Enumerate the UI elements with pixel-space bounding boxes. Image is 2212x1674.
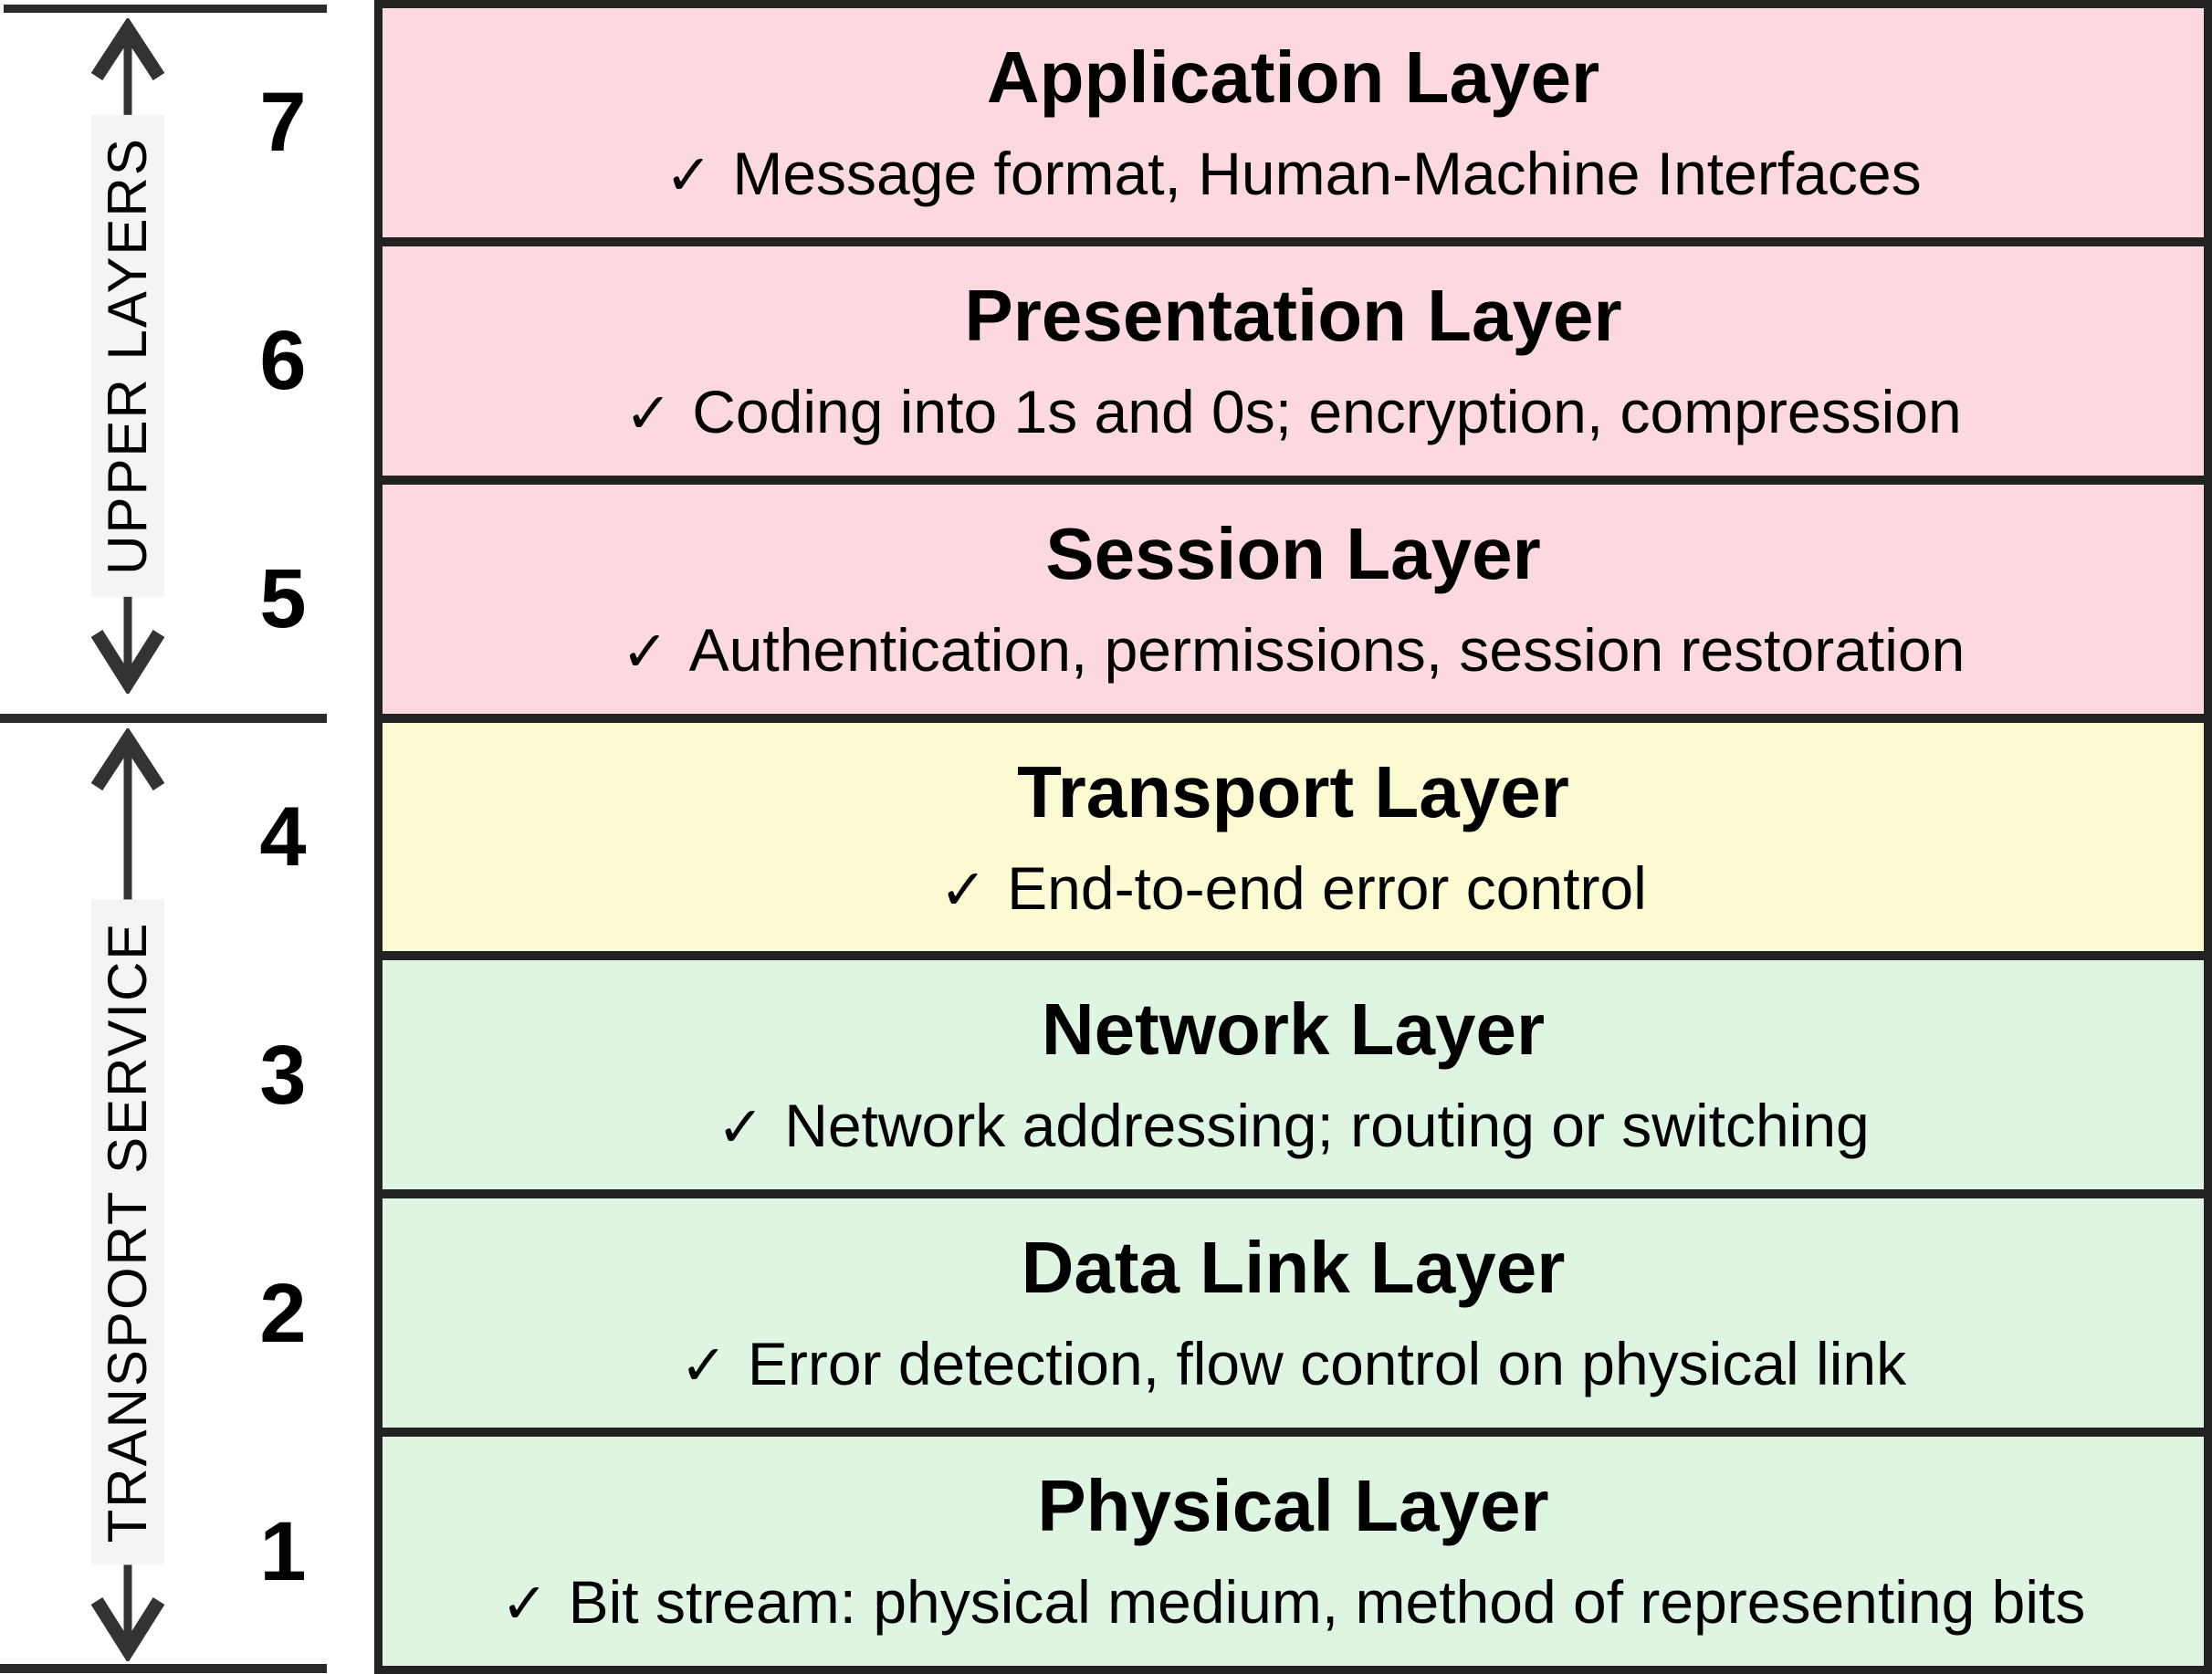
layer-title: Transport Layer	[1017, 750, 1569, 832]
layer-description-text: Error detection, flow control on physica…	[747, 1330, 1907, 1398]
section-divider	[0, 714, 327, 723]
upper-section-top-divider	[4, 5, 327, 13]
transport-service-label: TRANSPORT SERVICE	[91, 899, 164, 1565]
check-icon: ✓	[500, 1573, 549, 1637]
layer-description: ✓Network addressing; routing or switchin…	[717, 1095, 1870, 1156]
upper-layers-label: UPPER LAYERS	[91, 115, 164, 597]
layer-description: ✓End-to-end error control	[939, 858, 1647, 919]
layer-number-3: 3	[259, 1029, 307, 1122]
check-icon: ✓	[621, 620, 669, 684]
lower-section-bottom-divider	[0, 1664, 327, 1673]
layer-title: Data Link Layer	[1021, 1227, 1566, 1309]
layer-description: ✓Bit stream: physical medium, method of …	[501, 1572, 2086, 1633]
layer-number-2: 2	[259, 1267, 307, 1360]
layer-description-text: Network addressing; routing or switching	[784, 1092, 1870, 1160]
layer-title: Physical Layer	[1037, 1465, 1549, 1547]
layer-number-7: 7	[259, 76, 307, 169]
left-gutter: UPPER LAYERS TRANSPORT SERVICE 7 6 5 4 3…	[0, 0, 374, 1674]
layer-number-4: 4	[259, 790, 307, 884]
layer-description: ✓Error detection, flow control on physic…	[680, 1334, 1906, 1395]
layer-number-5: 5	[259, 552, 307, 645]
layer-row-application: Application Layer ✓Message format, Human…	[383, 8, 2204, 237]
layer-number-1: 1	[259, 1505, 307, 1598]
layer-description-text: Authentication, permissions, session res…	[688, 615, 1966, 684]
layer-row-session: Session Layer ✓Authentication, permissio…	[383, 475, 2204, 714]
layer-description: ✓Coding into 1s and 0s; encryption, comp…	[624, 382, 1961, 443]
layer-description: ✓Message format, Human-Machine Interface…	[665, 143, 1921, 204]
layer-description-text: Bit stream: physical medium, method of r…	[568, 1568, 2086, 1637]
layer-description-text: Message format, Human-Machine Interfaces	[732, 139, 1922, 207]
check-icon: ✓	[665, 143, 713, 207]
layer-number-6: 6	[259, 314, 307, 407]
check-icon: ✓	[717, 1096, 765, 1160]
osi-layers-table: Application Layer ✓Message format, Human…	[374, 0, 2212, 1674]
layer-title: Application Layer	[986, 36, 1600, 118]
layer-row-transport: Transport Layer ✓End-to-end error contro…	[383, 713, 2204, 952]
check-icon: ✓	[679, 1334, 728, 1398]
check-icon: ✓	[624, 382, 673, 445]
layer-row-network: Network Layer ✓Network addressing; routi…	[383, 951, 2204, 1190]
layer-description-text: Coding into 1s and 0s; encryption, compr…	[692, 377, 1962, 445]
layer-description-text: End-to-end error control	[1007, 853, 1647, 922]
layer-description: ✓Authentication, permissions, session re…	[622, 620, 1966, 681]
layer-row-presentation: Presentation Layer ✓Coding into 1s and 0…	[383, 236, 2204, 476]
layer-row-datalink: Data Link Layer ✓Error detection, flow c…	[383, 1189, 2204, 1428]
layer-title: Session Layer	[1045, 512, 1541, 594]
layer-row-physical: Physical Layer ✓Bit stream: physical med…	[383, 1428, 2204, 1667]
layer-title: Presentation Layer	[964, 274, 1622, 356]
layer-title: Network Layer	[1041, 989, 1546, 1071]
check-icon: ✓	[939, 858, 988, 922]
